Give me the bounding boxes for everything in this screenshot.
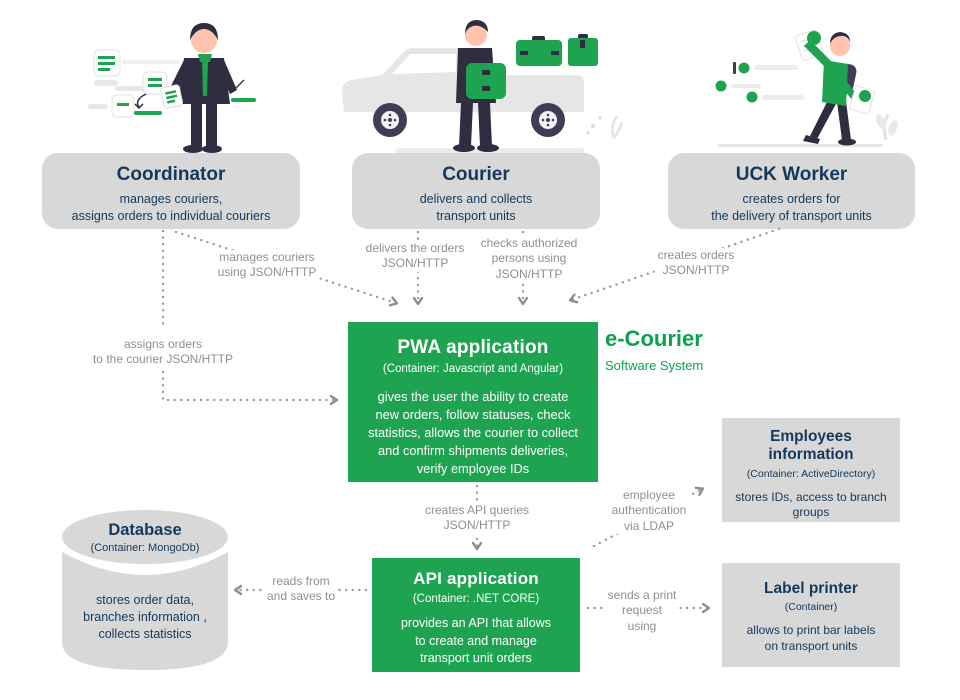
coordinator-illustration <box>60 10 300 160</box>
database-cylinder: Database (Container: MongoDb) stores ord… <box>60 508 230 680</box>
database-description: stores order data, branches information … <box>83 593 207 641</box>
courier-title: Courier <box>442 164 510 185</box>
edge-label-manages-couriers: manages couriers using JSON/HTTP <box>214 250 320 281</box>
courier-van-illustration <box>330 8 630 163</box>
system-subtitle: Software System <box>605 358 704 373</box>
edge-label-reads-saves: reads from and saves to <box>263 574 339 605</box>
coordinator-actor-box: Coordinator manages couriers, assigns or… <box>42 153 300 229</box>
edge-assigns-orders <box>161 370 339 406</box>
api-description: provides an API that allows to create an… <box>400 616 552 665</box>
uck-worker-illustration <box>690 8 910 158</box>
database-title: Database <box>108 521 182 539</box>
walking-person-body <box>803 32 858 146</box>
edge-label-employee-authentication: employee authentication via LDAP <box>608 488 690 535</box>
confetti-dots <box>586 115 624 139</box>
database-container-label: (Container: MongoDb) <box>90 542 200 554</box>
package-icon <box>466 59 506 99</box>
pwa-description: gives the user the ability to create new… <box>368 389 578 476</box>
edge-label-delivers-orders: delivers the orders JSON/HTTP <box>362 241 468 272</box>
printer-title: Label printer <box>764 580 858 597</box>
plant-icon <box>876 113 898 141</box>
uck-worker-title: UCK Worker <box>735 164 848 185</box>
label-printer-box: Label printer (Container) allows to prin… <box>722 563 900 667</box>
printer-description: allows to print bar labels on transport … <box>746 623 876 653</box>
employees-container-label: (Container: ActiveDirectory) <box>746 467 876 480</box>
coordinator-body <box>160 23 256 153</box>
delivery-truck-icon <box>342 20 624 156</box>
database-icon <box>62 510 228 670</box>
transport-unit-icon <box>516 36 562 66</box>
edge-label-sends-print: sends a print request using <box>604 588 680 635</box>
edge-label-creates-api-queries: creates API queries JSON/HTTP <box>421 503 533 534</box>
employees-title: Employees information <box>768 428 854 464</box>
api-application-box: API application (Container: .NET CORE) p… <box>372 558 580 672</box>
courier-person-figure <box>453 20 506 152</box>
pwa-application-box: PWA application (Container: Javascript a… <box>348 322 598 482</box>
edge-label-assigns-orders: assigns orders to the courier JSON/HTTP <box>89 337 237 368</box>
system-name: e-Courier <box>605 326 703 351</box>
employees-description: stores IDs, access to branch groups <box>735 489 887 520</box>
uck-worker-actor-box: UCK Worker creates orders for the delive… <box>668 153 915 229</box>
coordinator-description: manages couriers, assigns orders to indi… <box>71 192 271 223</box>
edge-label-checks-authorized: checks authorized persons using JSON/HTT… <box>477 236 581 283</box>
transport-unit-icon <box>568 34 598 66</box>
coordinator-person-figure <box>88 23 256 153</box>
printer-container-label: (Container) <box>784 601 838 614</box>
coordinator-title: Coordinator <box>116 164 226 185</box>
wheel-icon <box>373 103 407 137</box>
wheel-icon <box>531 103 565 137</box>
employees-information-box: Employees information (Container: Active… <box>722 418 900 522</box>
system-label: e-Courier Software System <box>605 326 703 373</box>
api-container-label: (Container: .NET CORE) <box>412 593 540 605</box>
edge-label-creates-orders: creates orders JSON/HTTP <box>654 248 738 279</box>
order-paper-icon <box>849 85 875 115</box>
courier-description: delivers and collects transport units <box>419 192 533 223</box>
timeline-dots-icon <box>715 62 804 103</box>
courier-actor-box: Courier delivers and collects transport … <box>352 153 600 229</box>
uck-person-figure <box>715 29 898 147</box>
api-title: API application <box>413 569 539 588</box>
pwa-container-label: (Container: Javascript and Angular) <box>382 363 564 375</box>
task-cards-icon <box>88 49 180 118</box>
pwa-title: PWA application <box>397 337 549 358</box>
uck-worker-description: creates orders for the delivery of trans… <box>711 192 872 223</box>
